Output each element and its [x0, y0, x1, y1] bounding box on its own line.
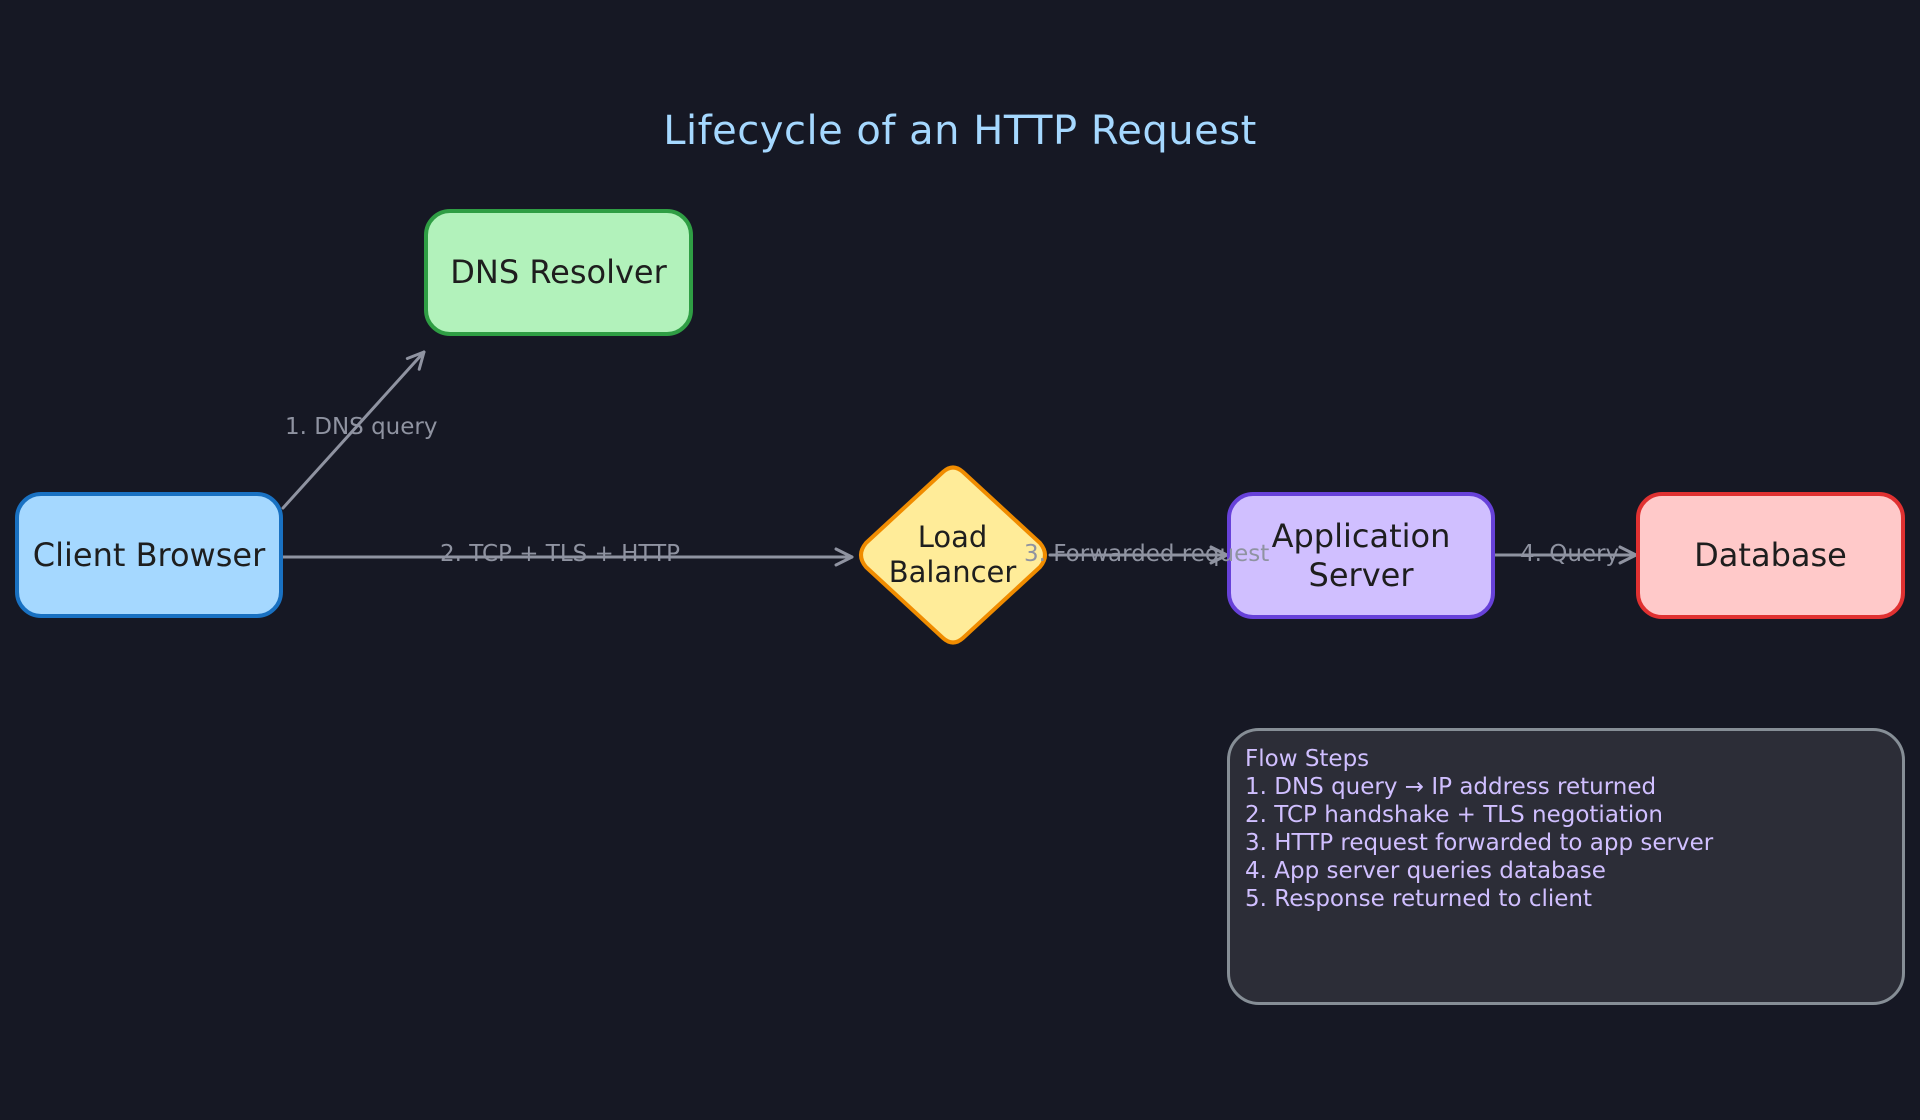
node-load-balancer[interactable]: Load Balancer [855, 465, 1050, 645]
flow-step: 3. HTTP request forwarded to app server [1245, 830, 1714, 856]
flow-step: 4. App server queries database [1245, 858, 1606, 884]
node-client-browser-label: Client Browser [32, 535, 266, 574]
node-dns-resolver-label: DNS Resolver [450, 253, 667, 292]
diagram-title: Lifecycle of an HTTP Request [663, 108, 1257, 154]
edge-label-dns-query: 1. DNS query [285, 414, 438, 440]
flow-step: 5. Response returned to client [1245, 886, 1592, 912]
flow-step: 2. TCP handshake + TLS negotiation [1245, 802, 1663, 828]
node-dns-resolver[interactable]: DNS Resolver [424, 209, 693, 336]
node-load-balancer-label-line-1: Load [917, 520, 988, 555]
node-application-server-label: Application Server [1271, 517, 1451, 594]
edge-label-query: 4. Query [1520, 541, 1620, 567]
node-client-browser[interactable]: Client Browser [15, 492, 283, 618]
load-balancer-diamond[interactable] [859, 465, 1047, 645]
edge-label-tcp-tls-http: 2. TCP + TLS + HTTP [440, 541, 680, 567]
edge-dns-query[interactable] [281, 350, 426, 510]
node-load-balancer-label-line-2: Balancer [888, 555, 1017, 589]
edge-label-forwarded-request: 3. Forwarded request [1024, 541, 1270, 567]
flow-steps-title: Flow Steps [1245, 746, 1370, 772]
flow-steps-list: 1. DNS query → IP address returned 2. TC… [1245, 773, 1902, 913]
flow-steps-panel: Flow Steps 1. DNS query → IP address ret… [1227, 728, 1905, 1005]
node-application-server[interactable]: Application Server [1227, 492, 1495, 619]
node-load-balancer-label: Load Balancer [889, 520, 1017, 590]
node-database-label: Database [1694, 536, 1847, 575]
flow-step: 1. DNS query → IP address returned [1245, 774, 1657, 800]
node-database[interactable]: Database [1636, 492, 1905, 619]
